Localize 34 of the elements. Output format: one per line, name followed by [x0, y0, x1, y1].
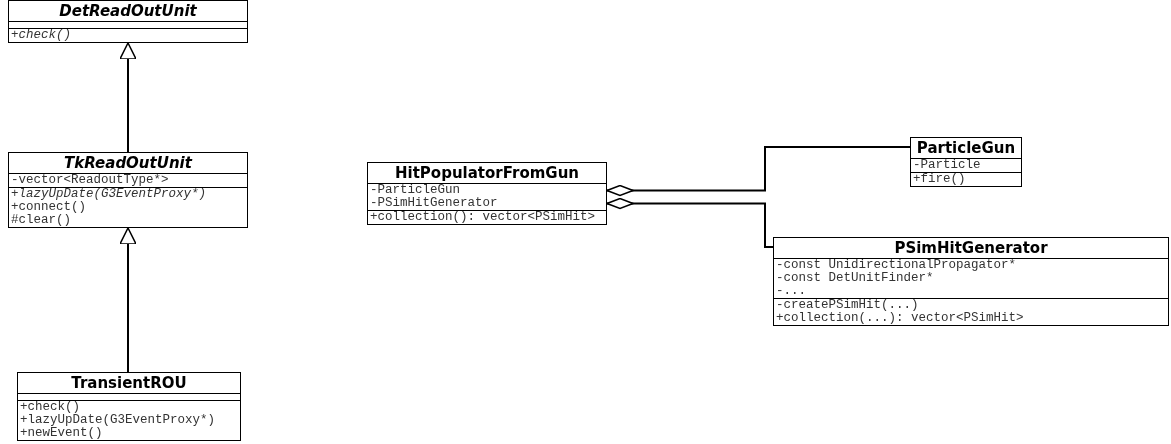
class-box — [17, 372, 241, 441]
class-method: +lazyUpDate(G3EventProxy*) — [20, 414, 216, 427]
aggregation-line — [606, 197, 774, 248]
class-box — [8, 0, 248, 43]
class-box — [367, 162, 607, 225]
class-attribute: -ParticleGun — [370, 184, 460, 197]
class-name: ParticleGun — [915, 138, 1017, 158]
class-attribute: -PSimHitGenerator — [370, 197, 498, 210]
class-method: +lazyUpDate(G3EventProxy*) — [11, 188, 207, 201]
class-method: +fire() — [913, 173, 966, 186]
class-attribute: -vector<ReadoutType*> — [11, 174, 169, 187]
class-method: +connect() — [11, 201, 86, 214]
class-attribute: -Particle — [913, 159, 981, 172]
inheritance-arrow — [119, 227, 137, 373]
class-name: DetReadOutUnit — [58, 1, 198, 21]
class-method: +collection(...): vector<PSimHit> — [776, 312, 1024, 325]
class-box — [8, 152, 248, 228]
class-name: PSimHitGenerator — [893, 238, 1049, 258]
class-attribute: -... — [776, 285, 806, 298]
aggregation-line — [606, 146, 911, 197]
class-attribute: -const UnidirectionalPropagator* — [776, 259, 1017, 272]
class-method: -createPSimHit(...) — [776, 299, 919, 312]
class-method: +newEvent() — [20, 427, 103, 440]
class-method: +check() — [11, 29, 71, 42]
class-method: +check() — [20, 401, 80, 414]
class-method: +collection(): vector<PSimHit> — [370, 211, 596, 224]
class-box — [910, 137, 1022, 187]
class-box — [773, 237, 1169, 326]
class-attribute: -const DetUnitFinder* — [776, 272, 934, 285]
class-name: TransientROU — [70, 373, 188, 393]
inheritance-arrow — [119, 42, 137, 153]
class-name: TkReadOutUnit — [63, 153, 194, 173]
class-name: HitPopulatorFromGun — [394, 163, 580, 183]
class-method: #clear() — [11, 214, 71, 227]
